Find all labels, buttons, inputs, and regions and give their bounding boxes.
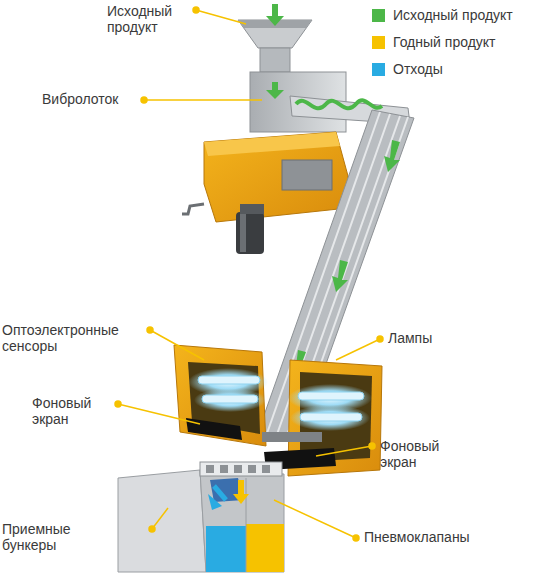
callout-label: Оптоэлектронные сенсоры (2, 322, 142, 355)
flow-arrow (332, 260, 348, 292)
flow-arrow (266, 90, 284, 99)
legend-swatch (372, 36, 385, 49)
vibro-motor (204, 132, 340, 156)
vibro-motor (240, 204, 264, 214)
receiving-bins (118, 470, 206, 572)
chute (256, 110, 414, 442)
sensor-box (174, 345, 268, 446)
flow-arrow (384, 140, 400, 172)
pneumo-valves (200, 462, 282, 510)
pneumo-valves (206, 465, 214, 473)
leader-line (147, 327, 153, 333)
sensor-box (186, 418, 242, 440)
callout-label: Вибролоток (42, 91, 138, 107)
receiving-bins (246, 478, 247, 572)
callout-label: Приемные бункеры (2, 521, 92, 554)
legend-text: Годный продукт (393, 34, 496, 50)
sensor-box (262, 432, 322, 442)
vibro-motor (236, 212, 264, 254)
legend-swatch (372, 63, 385, 76)
leader-line (115, 401, 121, 407)
sensor-box (290, 405, 370, 431)
leader-line (353, 535, 359, 541)
leader-line (152, 508, 168, 529)
sensor-box (174, 345, 266, 446)
flow-arrow (272, 82, 278, 90)
leader-line (118, 404, 200, 424)
leader-line (274, 500, 356, 538)
vibro-motor (182, 204, 204, 214)
chute (285, 116, 400, 441)
pneumo-valves (214, 486, 226, 500)
chute (265, 112, 380, 439)
vibro-motor (240, 214, 246, 252)
flow-arrow (272, 4, 278, 16)
receiving-bins (246, 524, 284, 572)
pneumo-valves (238, 480, 244, 494)
leader-line (369, 443, 375, 449)
legend-swatch (372, 9, 385, 22)
pneumo-valves (220, 465, 228, 473)
chute (293, 117, 408, 442)
pneumo-valves (248, 465, 256, 473)
receiving-bins (200, 470, 284, 572)
sensor-box (202, 395, 258, 403)
leader-line (115, 7, 383, 541)
receiving-bins (206, 526, 246, 572)
flow-arrow (266, 16, 284, 26)
chute (256, 110, 414, 442)
callout-label: Фоновый экран (380, 438, 460, 471)
vibro-motor (204, 132, 348, 222)
leader-line (316, 446, 372, 456)
pneumo-valves (200, 462, 282, 476)
leader-line (150, 330, 204, 360)
vibro-tray (296, 100, 382, 108)
leader-line (144, 99, 262, 101)
vibro-motor (182, 132, 348, 254)
leader-line (193, 7, 199, 13)
leader-line (196, 10, 246, 24)
callout-label: Пневмоклапаны (364, 529, 504, 545)
leader-line (336, 339, 380, 360)
pneumo-valves (233, 494, 249, 504)
pneumo-valves (234, 465, 242, 473)
flow-arrow (266, 4, 400, 380)
sensor-box (262, 360, 382, 476)
sensor-box (194, 388, 266, 412)
sensor-box (198, 376, 260, 384)
sensor-box (298, 392, 364, 400)
callout-label: Фоновый экран (32, 395, 112, 428)
pneumo-valves (208, 494, 222, 510)
hopper (260, 48, 290, 72)
leader-line (141, 97, 147, 103)
legend-text: Отходы (393, 61, 443, 77)
callout-label: Исходный продукт (107, 3, 191, 36)
vibro-motor (282, 160, 332, 190)
pneumo-valves (262, 465, 270, 473)
legend-text: Исходный продукт (393, 7, 513, 23)
receiving-bins (118, 470, 284, 572)
leader-line (149, 526, 155, 532)
sensor-box (300, 413, 362, 421)
callout-label: Лампы (388, 330, 468, 346)
leader-line (377, 336, 383, 342)
